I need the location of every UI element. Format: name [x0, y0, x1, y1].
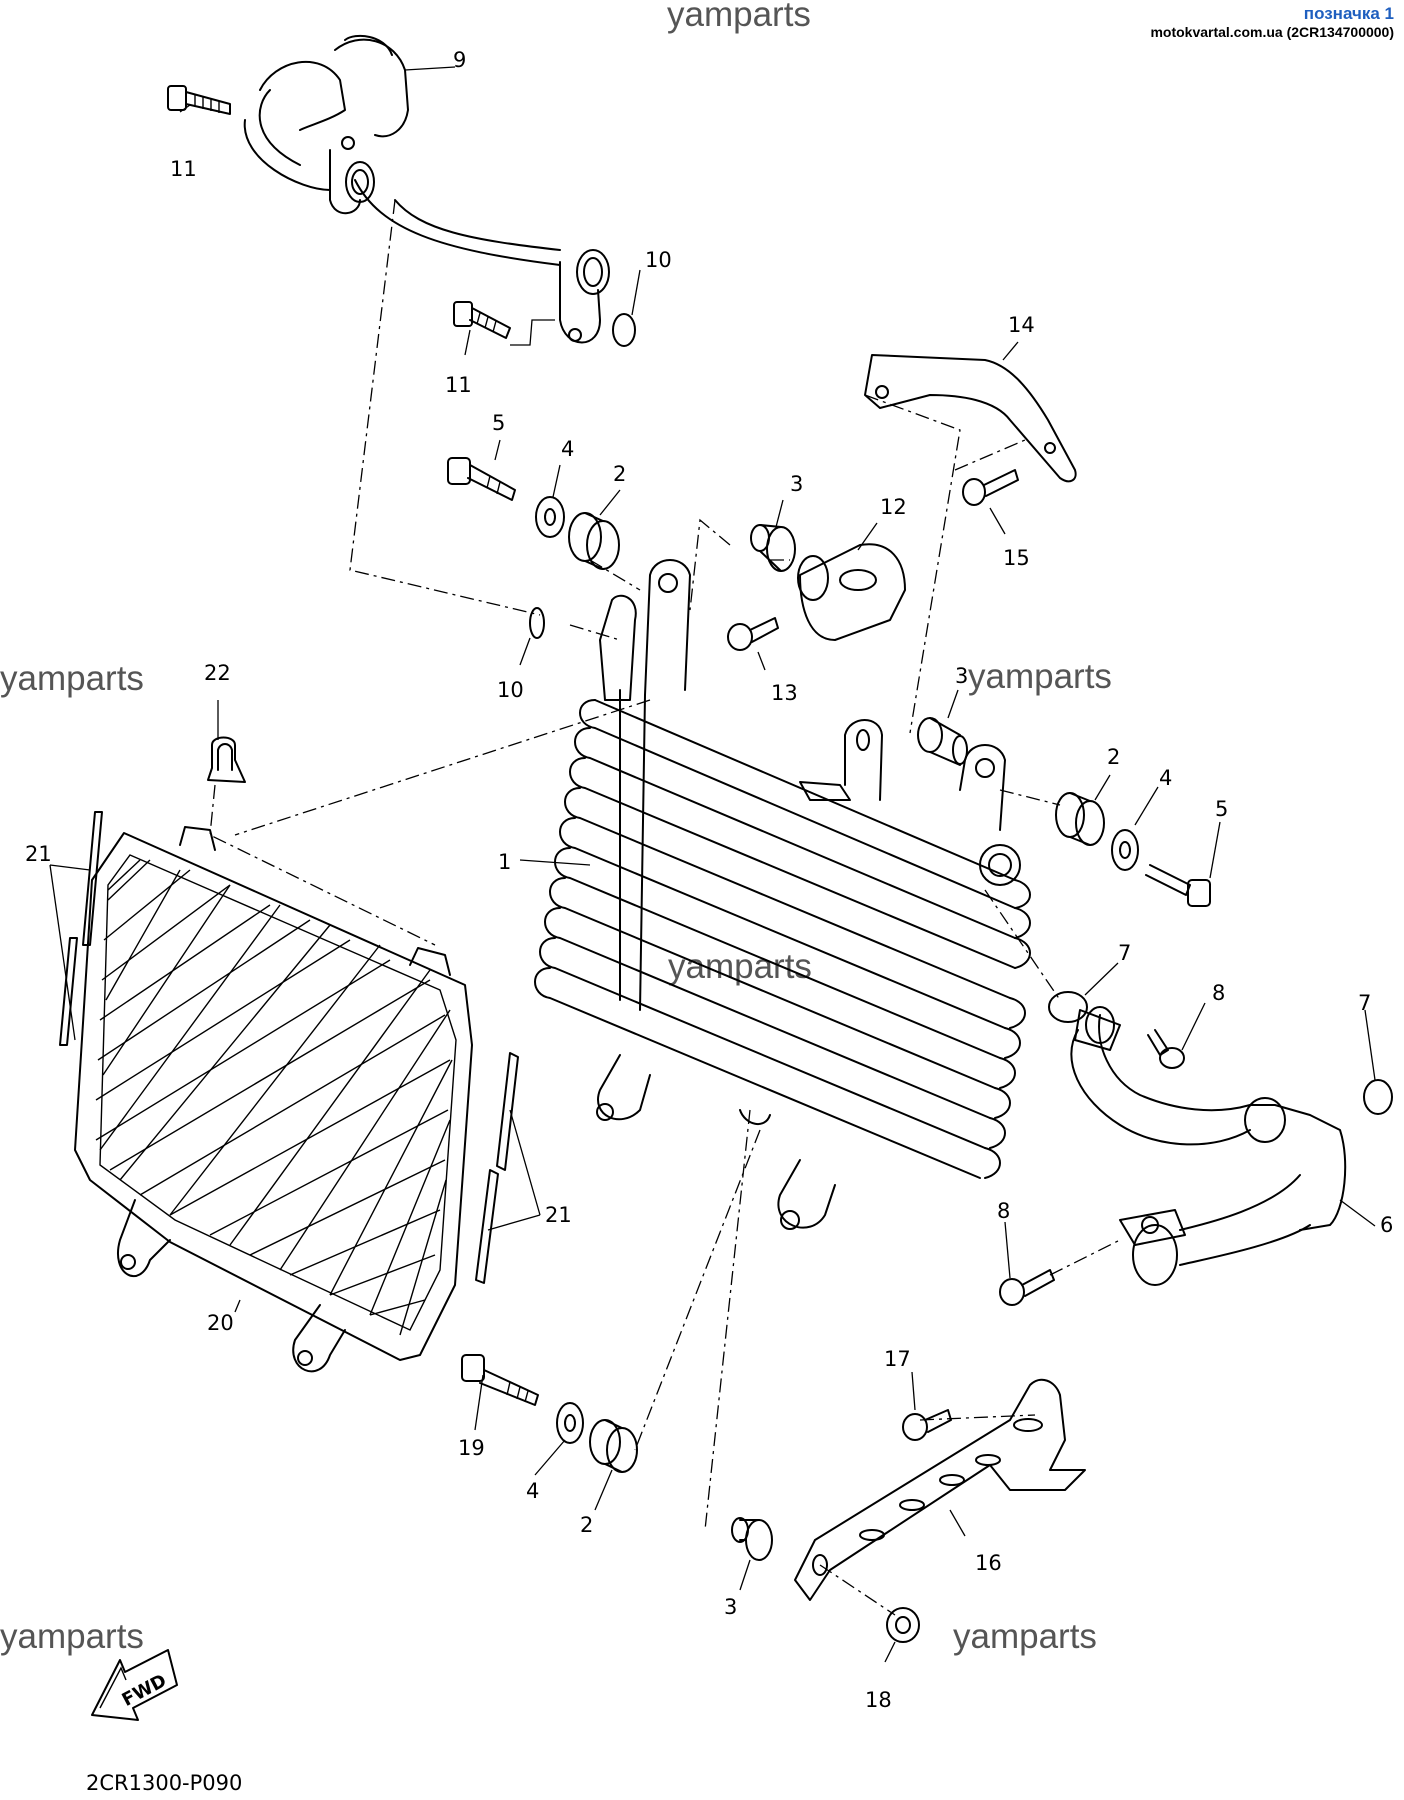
callout-13: 13	[771, 681, 798, 705]
part-8-bolt-upper	[1147, 1029, 1185, 1069]
part-4-washer-right	[1111, 829, 1139, 871]
callout-8-upper: 8	[1212, 981, 1225, 1005]
callout-5-upper: 5	[492, 411, 505, 435]
callout-18: 18	[865, 1688, 892, 1712]
part-8-bolt-lower	[999, 1269, 1055, 1306]
callout-19: 19	[458, 1436, 485, 1460]
source-label-site: motokvartal.com.ua (2CR134700000)	[1150, 24, 1394, 40]
callout-labels: 9 11 10 11 14 5 4 2 3 12 15 13 10 22 3 2…	[25, 48, 1393, 1712]
callout-7-left: 7	[1118, 941, 1131, 965]
watermark-right: yamparts	[968, 657, 1112, 696]
watermark-bottom-left: yamparts	[0, 1617, 144, 1656]
callout-12: 12	[880, 495, 907, 519]
part-4-washer-lower	[556, 1402, 584, 1444]
callout-21-right: 21	[545, 1203, 572, 1227]
leader-lines	[49, 66, 1376, 1663]
part-17-bolt	[902, 1409, 952, 1441]
callout-2-right: 2	[1107, 745, 1120, 769]
callout-10-lower: 10	[497, 678, 524, 702]
callout-4-upper: 4	[561, 437, 574, 461]
part-5-bolt-upper	[447, 457, 516, 501]
callout-11-upper: 11	[170, 157, 197, 181]
watermark-center: yamparts	[668, 947, 812, 986]
watermark-bottom-right: yamparts	[953, 1617, 1097, 1656]
part-2-grommet-lower	[589, 1419, 638, 1473]
guard-mesh	[95, 859, 453, 1336]
callout-3-upper: 3	[790, 472, 803, 496]
part-6-lower-oil-pipe	[1070, 1006, 1347, 1286]
fwd-label: FWD	[119, 1670, 170, 1711]
callout-17: 17	[884, 1347, 911, 1371]
source-label-title: позначка 1	[1303, 4, 1394, 23]
callout-15: 15	[1003, 546, 1030, 570]
callout-4-lower: 4	[526, 1479, 539, 1503]
part-22-clip	[207, 736, 246, 783]
part-9-upper-oil-pipe	[243, 34, 610, 344]
part-4-washer-upper-hole	[544, 508, 556, 526]
part-14-upper-bracket	[864, 354, 1077, 483]
watermark-left: yamparts	[0, 659, 144, 698]
part-19-bolt	[461, 1354, 539, 1406]
callout-14: 14	[1008, 313, 1035, 337]
callout-2-upper: 2	[613, 462, 626, 486]
part-2-grommet-upper	[568, 512, 620, 570]
callout-6: 6	[1380, 1213, 1393, 1237]
source-label: позначка 1 motokvartal.com.ua (2CR134700…	[1150, 4, 1394, 40]
part-4-washer-lower-hole	[564, 1414, 576, 1432]
callout-8-lower: 8	[997, 1199, 1010, 1223]
part-15-bolt	[962, 469, 1019, 506]
callout-21-left: 21	[25, 842, 52, 866]
callout-22: 22	[204, 661, 231, 685]
part-7-o-ring-right	[1363, 1079, 1393, 1115]
part-1-oil-cooler	[534, 559, 1031, 1230]
fwd-arrow-icon: FWD	[91, 1649, 178, 1721]
part-5-bolt-right	[1145, 864, 1211, 907]
part-11-bolt-lower	[453, 301, 511, 339]
part-3-collar-upper	[750, 524, 796, 572]
part-7-o-ring-left	[1048, 991, 1088, 1023]
callout-7-right: 7	[1358, 991, 1371, 1015]
part-10-o-ring-upper	[612, 313, 636, 347]
part-11-bolt-upper	[167, 85, 231, 115]
part-18-nut	[886, 1607, 920, 1643]
callout-16: 16	[975, 1551, 1002, 1575]
callout-9: 9	[453, 48, 466, 72]
callout-11-lower: 11	[445, 373, 472, 397]
callout-3-lower: 3	[724, 1595, 737, 1619]
callout-3-right: 3	[955, 664, 968, 688]
part-21-strip-left-upper	[82, 811, 103, 946]
part-13-bolt	[727, 617, 779, 651]
part-10-o-ring-lower	[529, 607, 545, 639]
watermark-top: yamparts	[667, 0, 811, 34]
callout-10-upper: 10	[645, 248, 672, 272]
part-16-lower-bracket	[794, 1378, 1086, 1601]
callout-20: 20	[207, 1311, 234, 1335]
part-3-collar-right	[917, 717, 968, 766]
callout-1: 1	[498, 850, 511, 874]
part-4-washer-upper	[535, 496, 565, 538]
part-21-strip-left-lower	[59, 937, 78, 1046]
callout-4-right: 4	[1159, 766, 1172, 790]
part-3-collar-lower	[731, 1517, 773, 1561]
part-2-grommet-right	[1055, 792, 1105, 846]
part-12-mount-bracket	[797, 543, 906, 641]
diagram-code: 2CR1300-P090	[86, 1771, 242, 1795]
callout-2-lower: 2	[580, 1513, 593, 1537]
part-21-strip-right-lower	[475, 1169, 499, 1284]
part-20-cooler-guard	[74, 826, 473, 1373]
part-4-washer-right-hole	[1119, 841, 1131, 859]
part-21-strip-right-upper	[496, 1052, 519, 1171]
callout-5-right: 5	[1215, 797, 1228, 821]
